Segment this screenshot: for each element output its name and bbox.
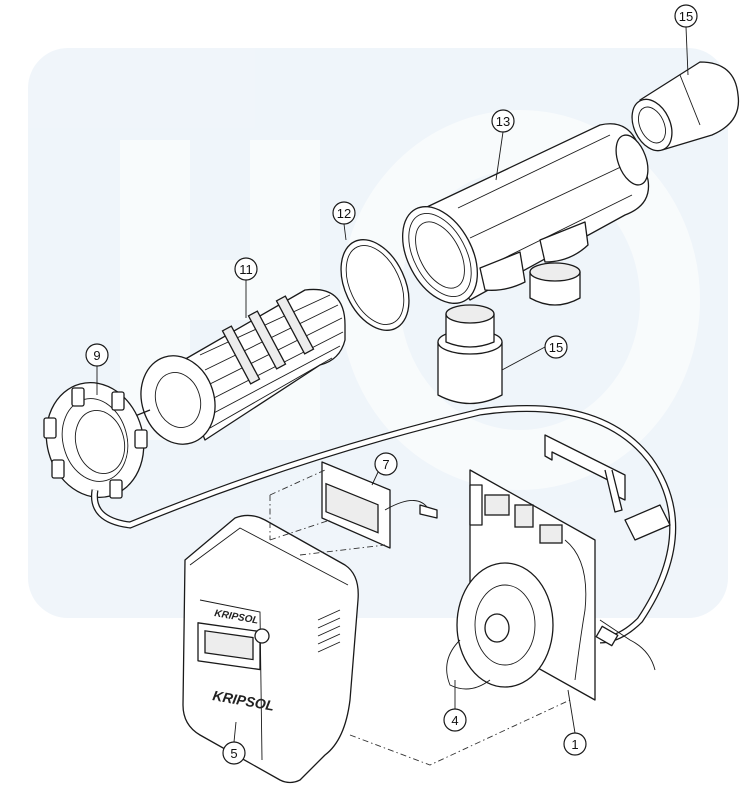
callout-9: 9 [85,343,109,367]
transformer [446,562,554,690]
control-box-cover: KRIPSOL KRIPSOL [182,514,359,784]
assembly-lines [269,469,571,766]
callout-1: 1 [563,732,587,756]
pipe-adapter-cap [529,262,581,306]
callout-4: 4 [443,708,467,732]
callout-15-bottom: 15 [544,335,568,359]
pipe-adapter-bottom [437,304,503,405]
cell-nut [43,381,148,499]
mounting-bracket [544,434,626,513]
callout-label: 13 [496,114,510,129]
callout-label: 11 [239,262,253,277]
callout-label: 4 [451,713,458,728]
callout-7: 7 [374,452,398,476]
callout-12: 12 [332,201,356,225]
callout-11: 11 [234,257,258,281]
callout-label: 15 [679,9,693,24]
o-ring [340,239,410,331]
leader-lines [96,26,689,743]
callout-5: 5 [222,741,246,765]
power-cord [595,504,671,671]
callout-label: 15 [549,340,563,355]
callout-label: 5 [230,746,237,761]
electrode-cell [124,288,346,445]
callout-label: 12 [337,206,351,221]
callout-label: 7 [382,457,389,472]
callout-label: 1 [571,737,578,752]
cell-housing [402,123,650,304]
callout-15-top: 15 [674,4,698,28]
callout-13: 13 [491,109,515,133]
pipe-adapter-top [631,61,740,152]
callout-label: 9 [93,348,100,363]
